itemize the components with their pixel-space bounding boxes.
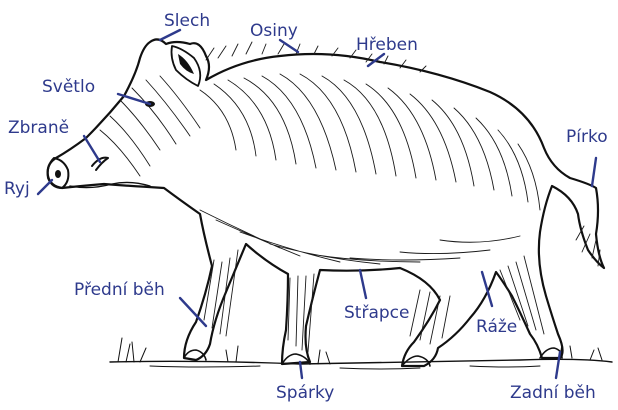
label-predni-beh: Přední běh — [74, 280, 165, 300]
label-svetlo: Světlo — [42, 77, 95, 97]
label-osiny: Osiny — [250, 21, 298, 41]
leader-zadni-beh — [556, 352, 560, 378]
leader-ryj — [38, 180, 52, 194]
label-raze: Ráže — [476, 317, 517, 337]
boar-illustration — [48, 39, 612, 369]
leader-slech — [160, 30, 180, 40]
boar-body-outline — [48, 39, 604, 366]
label-zadni-beh: Zadní běh — [510, 383, 596, 403]
label-sparky: Spárky — [276, 383, 334, 403]
label-zbrane: Zbraně — [8, 118, 69, 138]
leader-zbrane — [84, 136, 100, 162]
label-slech: Slech — [164, 11, 210, 31]
label-strapce: Střapce — [344, 303, 409, 323]
label-pirko: Pírko — [566, 127, 608, 147]
leader-pirko — [592, 158, 596, 186]
label-ryj: Ryj — [4, 179, 30, 199]
label-hreben: Hřeben — [356, 35, 418, 55]
leader-strapce — [360, 270, 366, 298]
